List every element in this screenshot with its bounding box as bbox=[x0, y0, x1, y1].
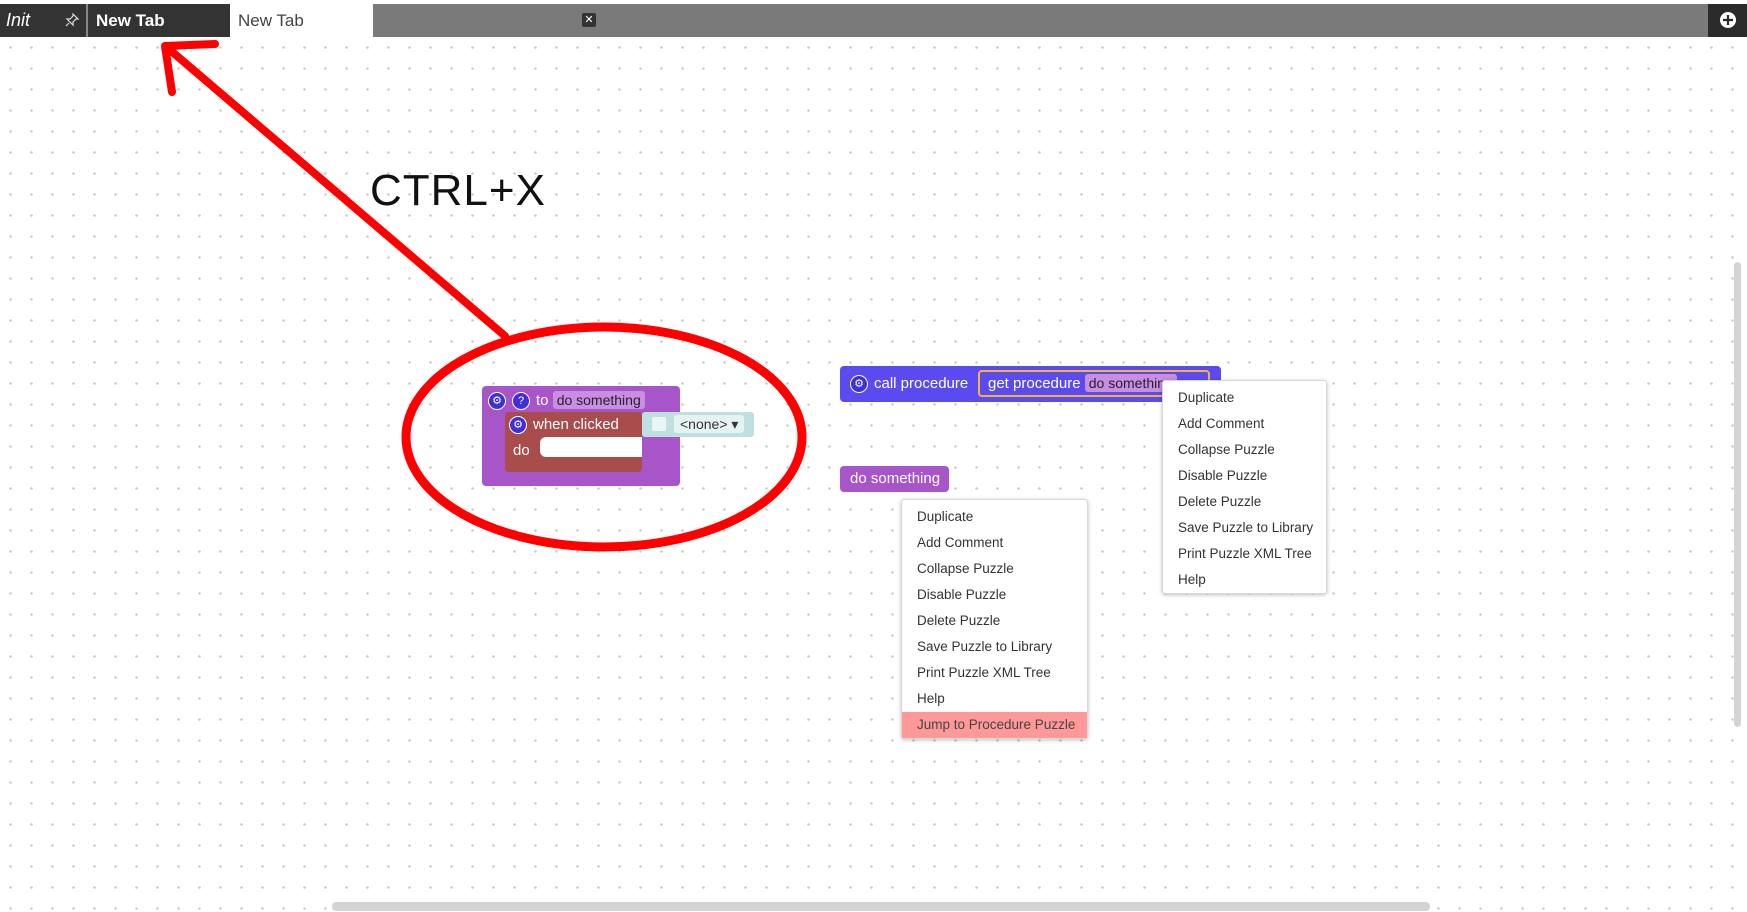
close-icon[interactable]: ✕ bbox=[582, 13, 596, 27]
menu-item-add-comment[interactable]: Add Comment bbox=[1178, 416, 1265, 431]
call-procedure-header: ⚙ call procedure bbox=[850, 373, 968, 395]
gear-icon[interactable]: ⚙ bbox=[850, 375, 868, 394]
when-clicked-header: ⚙ when clicked bbox=[509, 414, 619, 436]
get-procedure-label: get procedure bbox=[988, 375, 1081, 392]
when-clicked-label: when clicked bbox=[533, 416, 619, 433]
vertical-scrollbar[interactable] bbox=[1734, 262, 1741, 727]
menu-item-jump-to-procedure[interactable]: Jump to Procedure Puzzle bbox=[902, 712, 1087, 738]
procedure-name-field[interactable]: do something bbox=[552, 391, 645, 409]
menu-item-add-comment[interactable]: Add Comment bbox=[917, 535, 1004, 550]
menu-item-duplicate[interactable]: Duplicate bbox=[1178, 390, 1235, 405]
init-tab[interactable]: Init bbox=[0, 4, 58, 37]
do-label: do bbox=[513, 442, 530, 459]
do-statement-slot[interactable] bbox=[540, 437, 642, 457]
menu-item-delete[interactable]: Delete Puzzle bbox=[917, 613, 1001, 628]
context-menu: Duplicate Add Comment Collapse Puzzle Di… bbox=[901, 499, 1088, 739]
menu-item-save-to-library[interactable]: Save Puzzle to Library bbox=[917, 639, 1053, 654]
horizontal-scrollbar[interactable] bbox=[332, 902, 1430, 911]
object-selector-block[interactable]: <none> ▾ bbox=[642, 412, 754, 437]
tab-new-tab-active[interactable]: New Tab bbox=[86, 4, 230, 37]
menu-item-disable[interactable]: Disable Puzzle bbox=[1178, 468, 1268, 483]
menu-item-duplicate[interactable]: Duplicate bbox=[917, 509, 974, 524]
object-dropdown[interactable]: <none> ▾ bbox=[674, 415, 745, 433]
get-procedure-content: get procedure do something bbox=[988, 374, 1177, 394]
pin-icon[interactable] bbox=[58, 4, 86, 37]
get-procedure-value[interactable]: do something bbox=[1084, 374, 1177, 392]
menu-item-collapse[interactable]: Collapse Puzzle bbox=[1178, 442, 1275, 457]
call-procedure-block[interactable]: ⚙ call procedure get procedure do somethi… bbox=[840, 366, 1221, 402]
menu-item-save-to-library[interactable]: Save Puzzle to Library bbox=[1178, 520, 1314, 535]
tab-bar: Init New Tab New Tab ✕ bbox=[0, 4, 1747, 37]
procedure-prefix: to bbox=[536, 392, 549, 409]
help-icon[interactable]: ? bbox=[512, 392, 530, 411]
menu-item-help[interactable]: Help bbox=[917, 691, 945, 706]
call-procedure-label: call procedure bbox=[874, 375, 969, 392]
menu-item-collapse[interactable]: Collapse Puzzle bbox=[917, 561, 1014, 576]
menu-item-print-xml[interactable]: Print Puzzle XML Tree bbox=[1178, 546, 1312, 561]
plus-icon[interactable] bbox=[1708, 4, 1747, 37]
tab-label: New Tab bbox=[238, 11, 304, 30]
menu-item-disable[interactable]: Disable Puzzle bbox=[917, 587, 1007, 602]
menu-item-delete[interactable]: Delete Puzzle bbox=[1178, 494, 1262, 509]
gear-icon[interactable]: ⚙ bbox=[488, 392, 506, 411]
procedure-header: ⚙? to do something bbox=[488, 390, 645, 412]
do-something-block[interactable]: do something bbox=[840, 466, 949, 492]
context-menu: Duplicate Add Comment Collapse Puzzle Di… bbox=[1162, 380, 1327, 594]
menu-item-print-xml[interactable]: Print Puzzle XML Tree bbox=[917, 665, 1051, 680]
tab-new-tab[interactable]: New Tab ✕ bbox=[230, 4, 596, 37]
gear-icon[interactable]: ⚙ bbox=[509, 416, 527, 435]
menu-item-help[interactable]: Help bbox=[1178, 572, 1206, 587]
cube-icon bbox=[652, 417, 666, 431]
shortcut-annotation: CTRL+X bbox=[370, 166, 546, 215]
